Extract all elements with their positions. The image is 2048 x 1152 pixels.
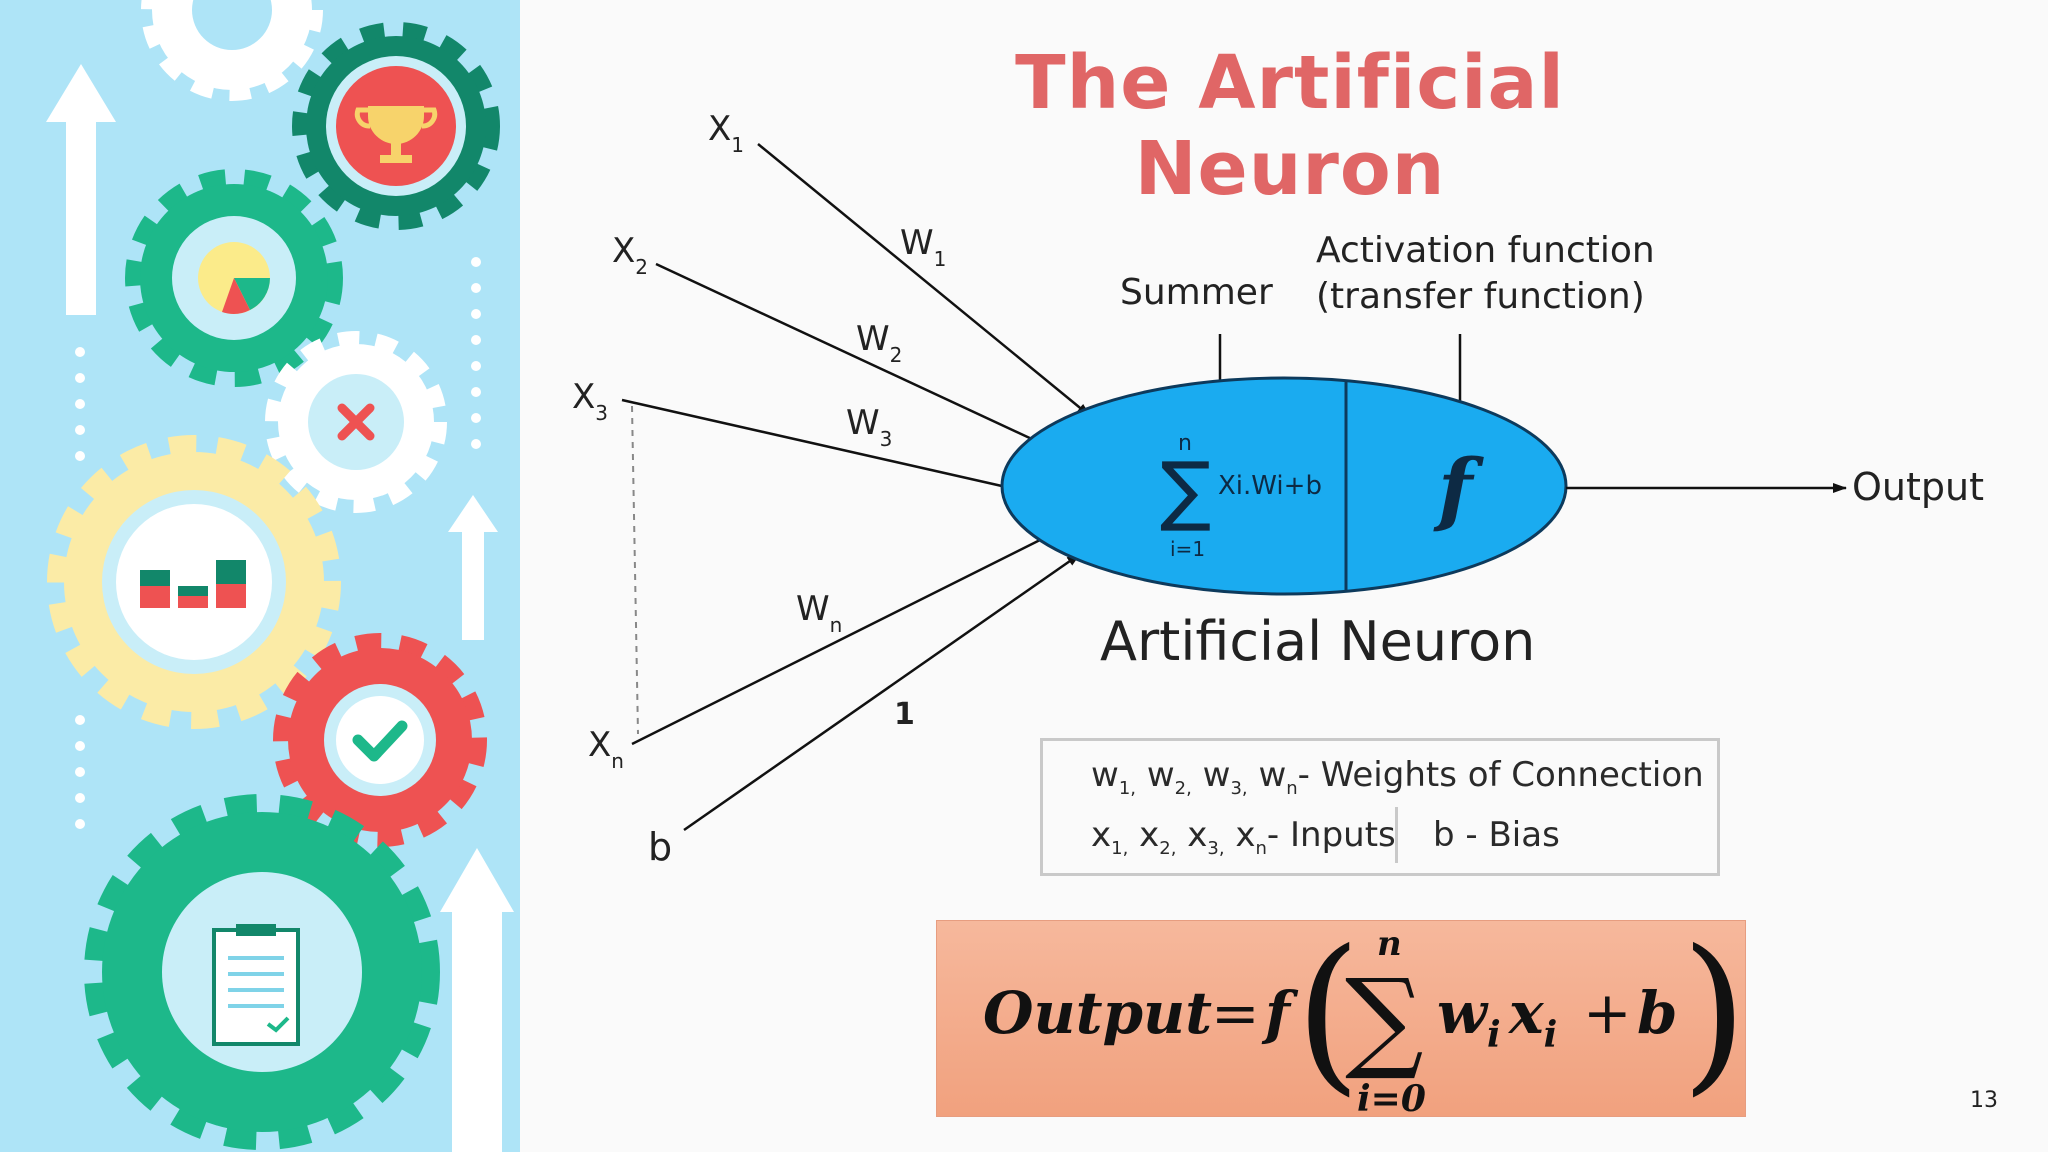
- legend-inputs-text: - Inputs: [1266, 815, 1396, 855]
- up-arrow-icon: [448, 495, 498, 640]
- formula-term-x: xi: [1507, 979, 1557, 1056]
- sum-lower-limit: i=1: [1170, 537, 1205, 561]
- trophy-icon: [354, 106, 438, 163]
- formula-lhs: Output: [983, 979, 1212, 1047]
- neuron-body: [1000, 376, 1568, 596]
- legend-input-symbol: x2,: [1139, 815, 1177, 859]
- weight-label-w2: W2: [856, 319, 902, 367]
- input-label-x3: X3: [572, 377, 608, 425]
- dotted-line: [75, 257, 481, 829]
- legend-weight-symbol: wn: [1258, 755, 1298, 799]
- input-label-x2: X2: [612, 231, 648, 279]
- formula-left-paren: (: [1295, 921, 1361, 1112]
- up-arrow-icon: [46, 64, 116, 315]
- legend-weights: w1, w2, w3, wn- Weights of Connection: [1091, 755, 1704, 799]
- up-arrow-icon: [440, 848, 514, 1152]
- legend-weight-symbol: w1,: [1091, 755, 1136, 799]
- gear-icon: [273, 633, 487, 847]
- input-label-x1: X1: [708, 109, 744, 157]
- input-arrow-n: [631, 530, 1057, 746]
- bar-chart-icon: [140, 560, 246, 608]
- legend-input-symbol: x3,: [1187, 815, 1225, 859]
- formula-bias: b: [1637, 979, 1678, 1047]
- legend-weight-symbol: w2,: [1146, 755, 1192, 799]
- legend-weight-symbol: w3,: [1202, 755, 1248, 799]
- formula-sum-upper: n: [1377, 924, 1402, 964]
- formula-equals: =: [1211, 979, 1260, 1047]
- gear-icon: [141, 0, 323, 101]
- legend-box: w1, w2, w3, wn- Weights of Connection x1…: [1040, 738, 1720, 876]
- activation-label-line2: (transfer function): [1316, 276, 1645, 317]
- checkmark-icon: [352, 720, 408, 762]
- output-label: Output: [1852, 465, 1984, 509]
- formula-sum-lower: i=0: [1357, 1078, 1426, 1118]
- formula-plus: +: [1583, 979, 1632, 1047]
- close-icon: [337, 403, 375, 441]
- formula-func: f: [1261, 979, 1299, 1047]
- sum-sigma-icon: ∑: [1160, 445, 1211, 534]
- gear-icon: [47, 435, 341, 729]
- sum-expression: Xi.Wi+b: [1218, 471, 1322, 501]
- legend-inputs: x1, x2, x3, xn- Inputs: [1091, 815, 1396, 859]
- input-label-b: b: [648, 825, 672, 869]
- output-formula: Output = f ( n ∑ i=0 wi xi + b ): [983, 914, 1747, 1120]
- formula-term-w: wi: [1437, 979, 1501, 1056]
- legend-bias: b - Bias: [1433, 815, 1560, 855]
- weight-label-wn: Wn: [796, 589, 842, 637]
- neuron-diagram: X1 X2 X3 Xn b W1 W2 W3 Wn 1 Summer Activ…: [572, 109, 1984, 869]
- summer-label: Summer: [1120, 272, 1273, 313]
- input-label-xn: Xn: [588, 725, 624, 773]
- legend-input-symbol: xn: [1235, 815, 1267, 859]
- input-arrow-3: [621, 398, 1047, 499]
- input-arrow-1: [757, 143, 1091, 417]
- output-formula-box: Output = f ( n ∑ i=0 wi xi + b ): [936, 914, 1747, 1120]
- weight-label-w3: W3: [846, 403, 892, 451]
- page-number: 13: [1970, 1088, 1998, 1113]
- pie-chart-icon: [198, 242, 270, 314]
- activation-label-line1: Activation function: [1316, 230, 1655, 271]
- decorative-sidebar: [0, 0, 520, 1152]
- clipboard-icon: [212, 924, 300, 1046]
- dashed-connector: [631, 405, 639, 735]
- legend-divider: [1395, 807, 1398, 863]
- slide-title: The Artificial Neuron: [1015, 40, 1565, 212]
- sum-upper-limit: n: [1178, 431, 1192, 456]
- legend-weights-text: - Weights of Connection: [1297, 755, 1704, 795]
- input-arrow-2: [655, 262, 1065, 456]
- formula-sigma-icon: ∑: [1345, 955, 1424, 1083]
- formula-right-paren: ): [1681, 921, 1747, 1112]
- input-arrow-b: [683, 552, 1081, 832]
- weight-label-w1: W1: [900, 223, 946, 271]
- neuron-caption: Artificial Neuron: [1100, 610, 1535, 673]
- weight-label-bias: 1: [894, 697, 915, 732]
- legend-input-symbol: x1,: [1091, 815, 1129, 859]
